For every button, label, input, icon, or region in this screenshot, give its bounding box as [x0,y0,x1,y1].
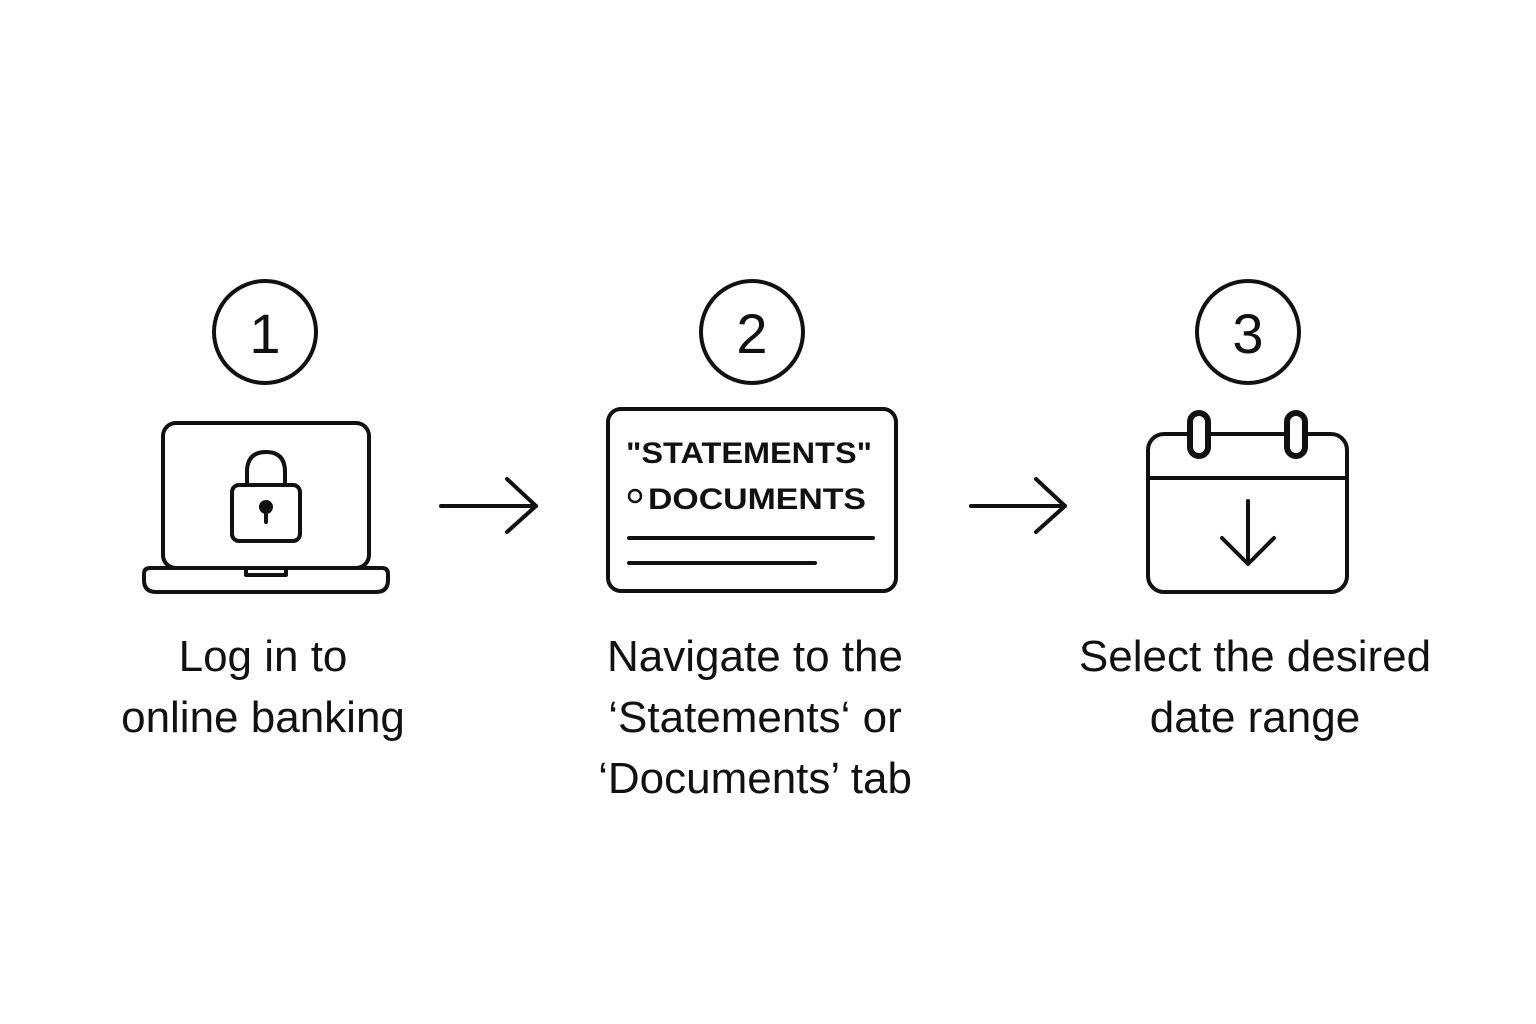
step-3-number-badge [1195,279,1301,385]
step-1-caption-line-2: online banking [121,693,405,742]
arrow-right-icon [969,477,1067,534]
calendar-download-icon [1146,410,1349,594]
step-3-caption-line-1: Select the desired [1078,632,1432,681]
step-2-caption-line-2: ‘Statements‘ or [608,693,902,742]
step-2-caption-line-1: Navigate to the [607,632,903,681]
step-2-number-badge [699,279,805,385]
step-2-caption-line-3: ‘Documents’ tab [598,754,912,803]
step-2-caption: Navigate to the ‘Statements‘ or ‘Documen… [545,626,965,809]
padlock-icon [230,450,302,543]
step-1-number-badge [212,279,318,385]
step-1-caption: Log in to online banking [63,626,463,748]
step-2-number: 2 [736,302,767,365]
documents-label: DOCUMENTS [648,483,866,516]
arrow-right-icon [439,477,538,534]
step-1-number: 1 [249,302,280,365]
document-tab-icon [606,407,898,593]
step-3-number: 3 [1232,302,1263,365]
step-3-caption-line-2: date range [1149,693,1361,742]
statements-label: "STATEMENTS" [626,437,872,470]
step-1-caption-line-1: Log in to [178,632,348,681]
laptop-lock-icon [142,421,390,594]
step-3-caption: Select the desired date range [1040,626,1470,748]
